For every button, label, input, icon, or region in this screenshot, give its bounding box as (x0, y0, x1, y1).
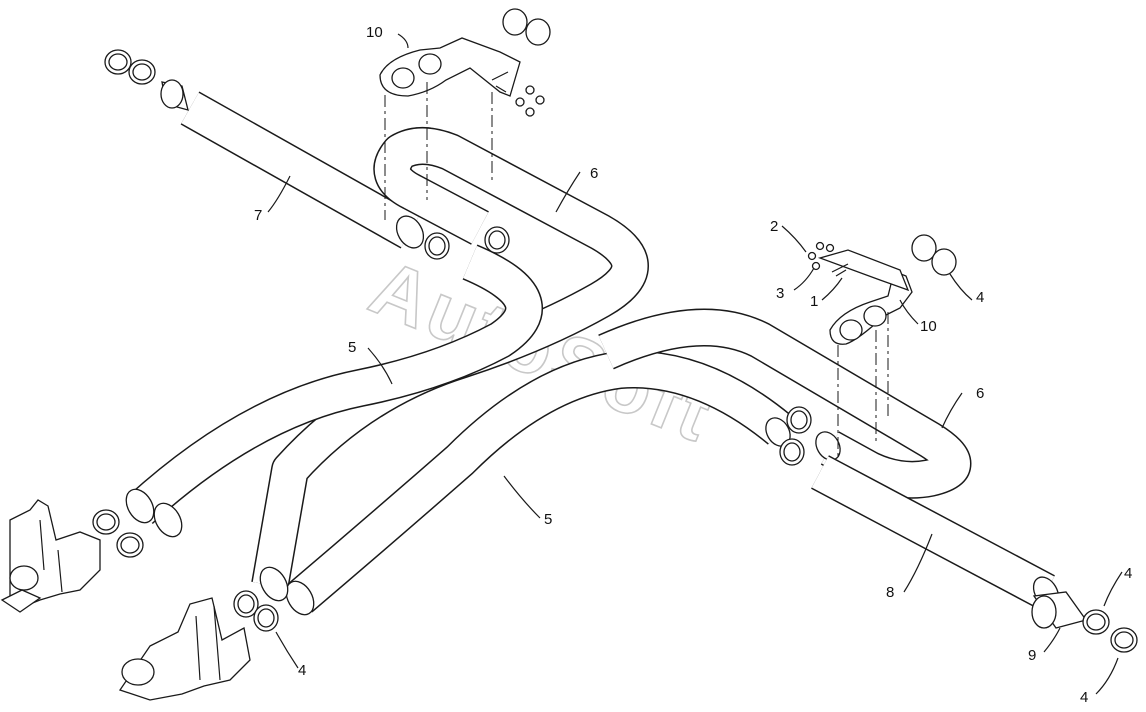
manifold-mount-upper (0, 499, 101, 613)
callout-8: 8 (886, 584, 894, 601)
clamp-set-left (92, 509, 144, 558)
clamp-set-lower-right (1082, 609, 1138, 653)
callout-4-upper-right: 4 (976, 289, 984, 306)
callout-5-left: 5 (348, 339, 356, 356)
callout-5-right: 5 (544, 511, 552, 528)
manifold-mount-lower (118, 597, 251, 701)
callout-4-right-upper: 4 (1124, 565, 1132, 582)
callout-7: 7 (254, 207, 262, 224)
bracket-10-upper (379, 8, 551, 117)
callout-2: 2 (770, 218, 778, 235)
callout-4-right-lower: 4 (1080, 689, 1088, 706)
callout-9: 9 (1028, 647, 1036, 664)
clamp-set-mid-left (424, 226, 510, 260)
callout-10-right: 10 (920, 318, 937, 335)
watermark: AutoSoft (359, 242, 727, 459)
callout-4-lower-left: 4 (298, 662, 306, 679)
sleeve-9 (1031, 591, 1088, 629)
tube-5-right (259, 350, 793, 616)
tube-6-right (598, 308, 972, 499)
clamp-set-lower-left (233, 590, 279, 632)
clamp-set-mid-right (779, 406, 812, 466)
clamp-set-upper-left (104, 49, 189, 111)
tube-5-left (125, 244, 543, 538)
callout-3: 3 (776, 285, 784, 302)
leader-lines (267, 33, 1123, 695)
callout-10-upper: 10 (366, 24, 383, 41)
callout-6-upper: 6 (590, 165, 598, 182)
callout-1: 1 (810, 293, 818, 310)
tube-7 (180, 91, 425, 249)
bracket-10-right (817, 234, 957, 345)
callout-6-right: 6 (976, 385, 984, 402)
fastener-set-right (807, 241, 849, 277)
